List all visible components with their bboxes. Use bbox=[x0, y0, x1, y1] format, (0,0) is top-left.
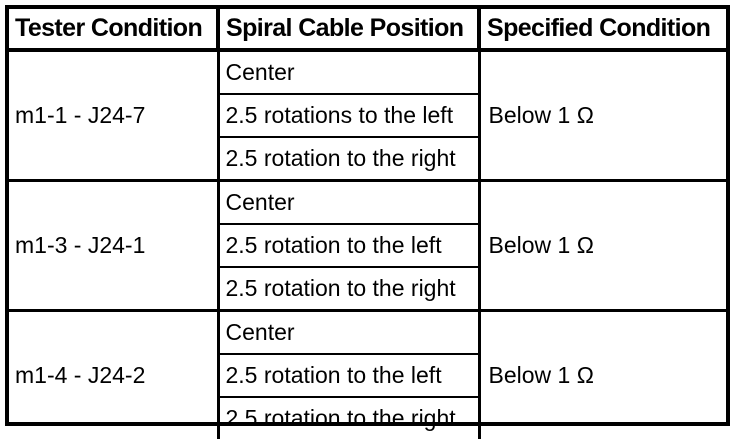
table-row-group: m1-1 - J24-7 Center Below 1 Ω 2.5 rotati… bbox=[9, 50, 726, 181]
tester-condition-cell: m1-3 - J24-1 bbox=[9, 181, 218, 311]
header-row: Tester Condition Spiral Cable Position S… bbox=[9, 9, 726, 50]
spiral-cable-position-cell: 2.5 rotation to the right bbox=[218, 397, 479, 439]
spiral-cable-position-cell: 2.5 rotation to the left bbox=[218, 224, 479, 267]
specified-condition-cell: Below 1 Ω bbox=[479, 181, 726, 311]
spiral-cable-position-cell: Center bbox=[218, 50, 479, 94]
tester-condition-cell: m1-1 - J24-7 bbox=[9, 50, 218, 181]
table-header: Tester Condition Spiral Cable Position S… bbox=[9, 9, 726, 50]
spiral-cable-position-cell: Center bbox=[218, 181, 479, 225]
table-row-group: m1-3 - J24-1 Center Below 1 Ω 2.5 rotati… bbox=[9, 181, 726, 311]
column-header-specified-condition: Specified Condition bbox=[479, 9, 726, 50]
spiral-cable-position-cell: 2.5 rotation to the right bbox=[218, 137, 479, 181]
specified-condition-cell: Below 1 Ω bbox=[479, 311, 726, 439]
column-header-spiral-cable-position: Spiral Cable Position bbox=[218, 9, 479, 50]
spiral-cable-position-cell: 2.5 rotations to the left bbox=[218, 94, 479, 137]
table-row: m1-3 - J24-1 Center Below 1 Ω bbox=[9, 181, 726, 225]
spec-table-container: Tester Condition Spiral Cable Position S… bbox=[5, 5, 730, 426]
spiral-cable-position-cell: 2.5 rotation to the left bbox=[218, 354, 479, 397]
table-row: m1-4 - J24-2 Center Below 1 Ω bbox=[9, 311, 726, 355]
specified-condition-cell: Below 1 Ω bbox=[479, 50, 726, 181]
column-header-tester-condition: Tester Condition bbox=[9, 9, 218, 50]
table-row-group: m1-4 - J24-2 Center Below 1 Ω 2.5 rotati… bbox=[9, 311, 726, 439]
table-row: m1-1 - J24-7 Center Below 1 Ω bbox=[9, 50, 726, 94]
spiral-cable-position-cell: Center bbox=[218, 311, 479, 355]
tester-condition-cell: m1-4 - J24-2 bbox=[9, 311, 218, 439]
spiral-cable-position-cell: 2.5 rotation to the right bbox=[218, 267, 479, 311]
tester-condition-table: Tester Condition Spiral Cable Position S… bbox=[9, 9, 726, 439]
